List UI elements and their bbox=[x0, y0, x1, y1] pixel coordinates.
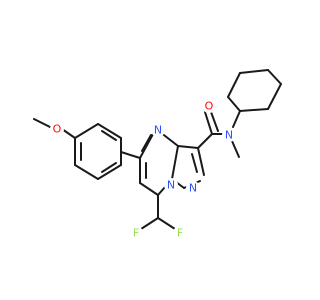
bond bbox=[177, 145, 199, 149]
structure-diagram: O N O N N N F bbox=[33, 69, 282, 240]
bridgehead-nitrogen: N bbox=[164, 178, 178, 192]
bond bbox=[139, 133, 154, 159]
bond bbox=[120, 151, 141, 159]
bond bbox=[267, 83, 282, 110]
atom-label-f-right: F bbox=[177, 227, 183, 240]
fluorine-left: F bbox=[129, 226, 143, 240]
bond bbox=[197, 133, 213, 149]
atom-label-n-pyrazole: N bbox=[189, 182, 197, 195]
bond bbox=[227, 72, 241, 98]
bond bbox=[204, 111, 213, 135]
bond bbox=[141, 134, 152, 152]
atom-label-n-bridge: N bbox=[167, 179, 175, 192]
bond bbox=[239, 69, 269, 74]
bond bbox=[74, 123, 99, 139]
bond bbox=[97, 164, 122, 180]
bond bbox=[74, 164, 99, 180]
bond bbox=[97, 123, 122, 139]
bond bbox=[101, 130, 117, 141]
bond bbox=[157, 217, 176, 230]
atom-label-o-methoxy: O bbox=[53, 123, 62, 136]
bond bbox=[231, 140, 240, 158]
bond bbox=[140, 217, 159, 230]
carbonyl-oxygen: O bbox=[202, 99, 216, 113]
bond bbox=[232, 110, 241, 128]
atom-label-n-pyrimidine: N bbox=[154, 124, 162, 137]
bond bbox=[171, 145, 179, 180]
bond bbox=[227, 96, 241, 112]
bond bbox=[61, 128, 76, 139]
bond bbox=[239, 108, 269, 112]
atom-label-n-amide: N bbox=[225, 129, 233, 142]
bond-layer bbox=[33, 69, 282, 230]
bond bbox=[267, 69, 282, 85]
bond bbox=[139, 182, 159, 196]
atom-label-layer: O N O N N N F bbox=[50, 99, 236, 240]
amide-nitrogen: N bbox=[222, 128, 236, 142]
pyrimidine-nitrogen: N bbox=[151, 123, 165, 137]
fluorine-right: F bbox=[173, 226, 187, 240]
bond bbox=[191, 153, 198, 173]
bond bbox=[197, 147, 205, 176]
molecule-drawing: O N O N N N F bbox=[33, 69, 282, 240]
atom-label-f-left: F bbox=[133, 227, 139, 240]
pyrazole-nitrogen: N bbox=[186, 181, 200, 195]
bond bbox=[101, 162, 117, 173]
atom-label-o-carbonyl: O bbox=[205, 100, 214, 113]
methoxy-oxygen: O bbox=[50, 122, 64, 136]
bond bbox=[210, 111, 219, 132]
bond bbox=[33, 118, 53, 129]
